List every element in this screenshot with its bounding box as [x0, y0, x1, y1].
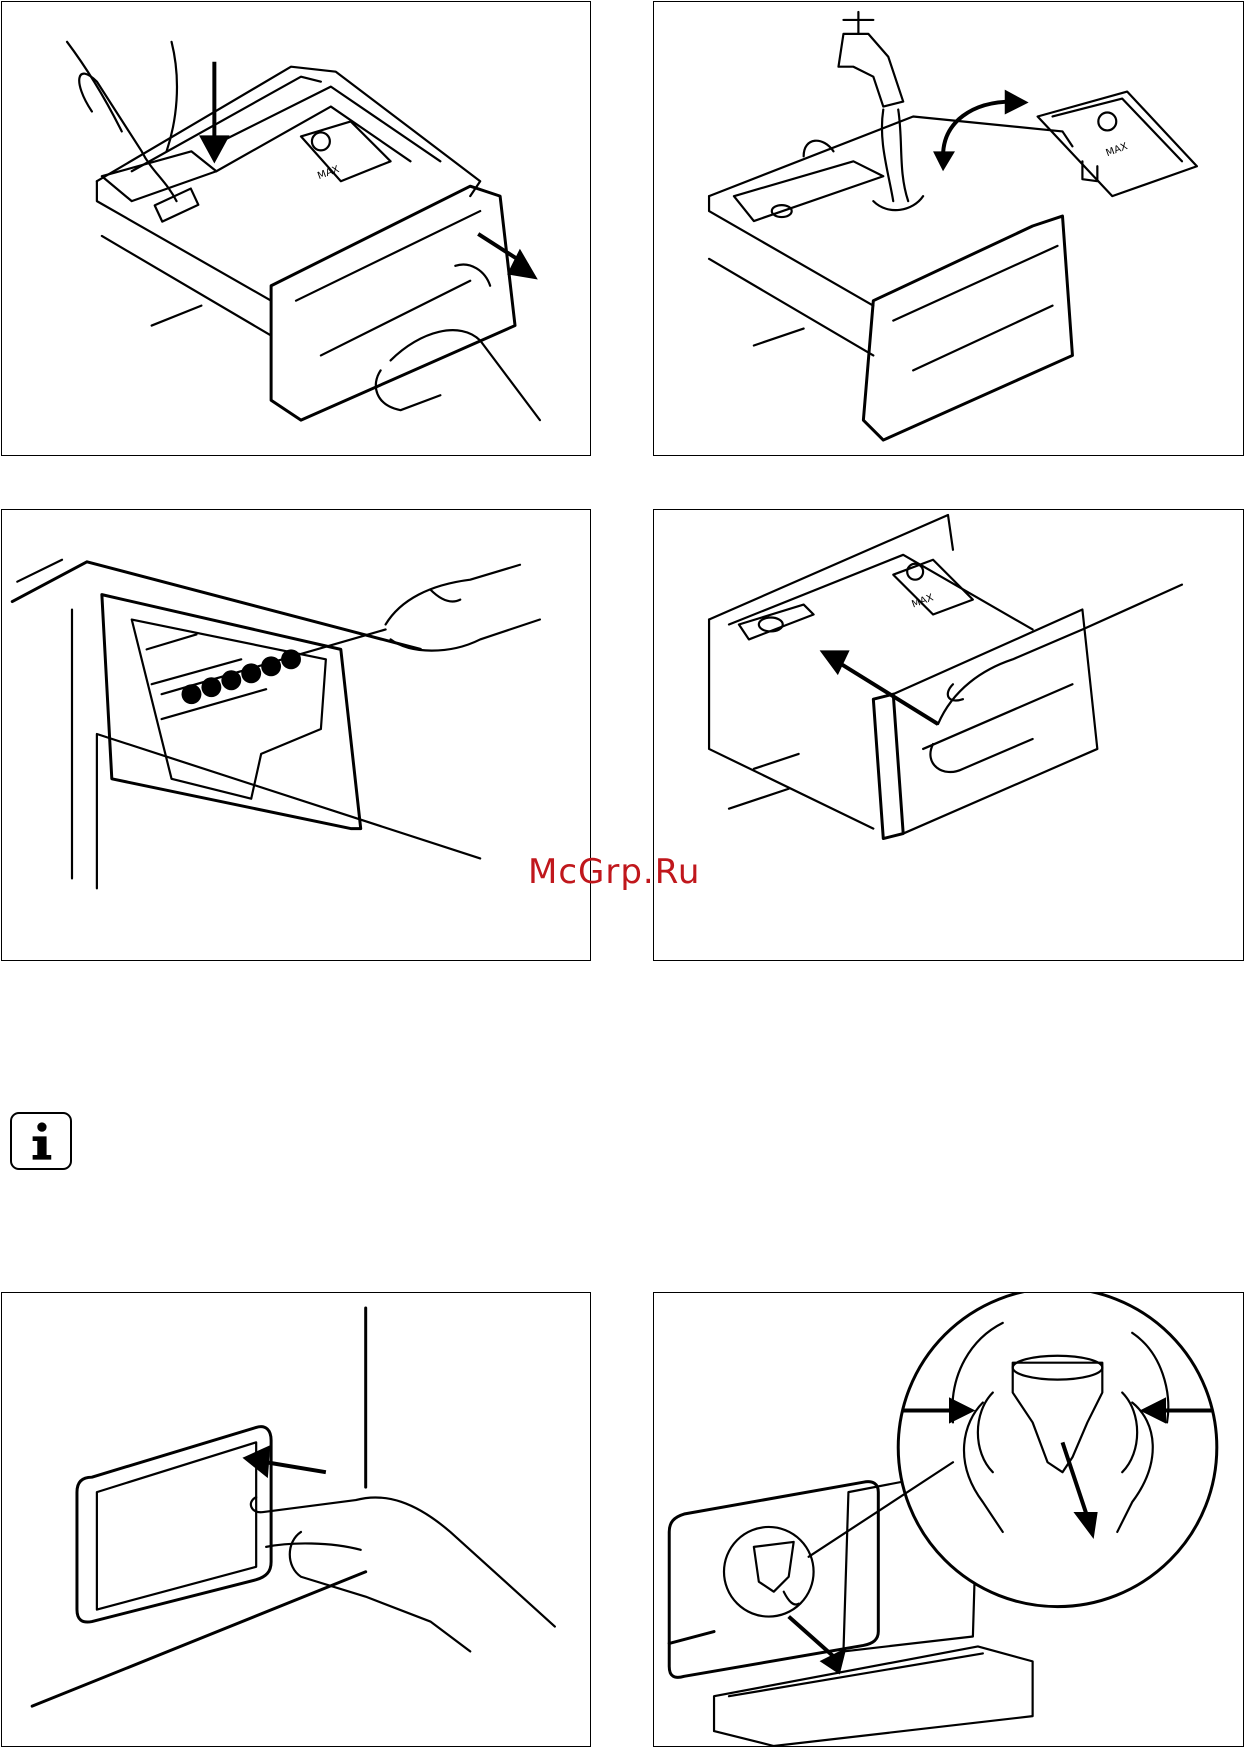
left-arrow-icon [246, 1448, 326, 1474]
insert-icon: MAX [1038, 92, 1197, 197]
rinse-under-tap-illustration: MAX [654, 2, 1243, 455]
open-filter-flap-illustration [2, 1293, 590, 1746]
flap-icon [77, 1427, 271, 1622]
filter-icon [724, 1527, 814, 1617]
panel-reinsert-drawer: MAX [653, 509, 1244, 961]
panel-open-filter-flap [1, 1292, 591, 1747]
tray-icon [714, 1646, 1033, 1746]
magnifier-icon [898, 1293, 1217, 1607]
water-stream-icon [873, 110, 923, 211]
down-arrow-icon [202, 62, 226, 160]
panel-brush-recess [1, 509, 591, 961]
drain-filter-illustration [654, 1293, 1243, 1746]
curved-arrow-icon [943, 102, 1013, 157]
detergent-drawer-icon: MAX [2, 2, 590, 455]
panel-remove-drawer: MAX [1, 1, 591, 456]
tap-icon [838, 12, 903, 107]
watermark: McGrp.Ru [528, 852, 700, 892]
drawer-recess-icon [102, 595, 361, 829]
svg-text:MAX: MAX [316, 164, 341, 182]
brush-recess-illustration [2, 510, 590, 960]
detergent-drawer-icon: MAX [654, 510, 1243, 960]
info-icon [10, 1112, 72, 1170]
panel-rinse-under-tap: MAX [653, 1, 1244, 456]
hand-icon [251, 1497, 555, 1651]
svg-text:MAX: MAX [1105, 141, 1130, 159]
hand-icon [386, 565, 540, 651]
push-arrow-icon [824, 652, 938, 724]
panel-drain-filter [653, 1292, 1244, 1747]
